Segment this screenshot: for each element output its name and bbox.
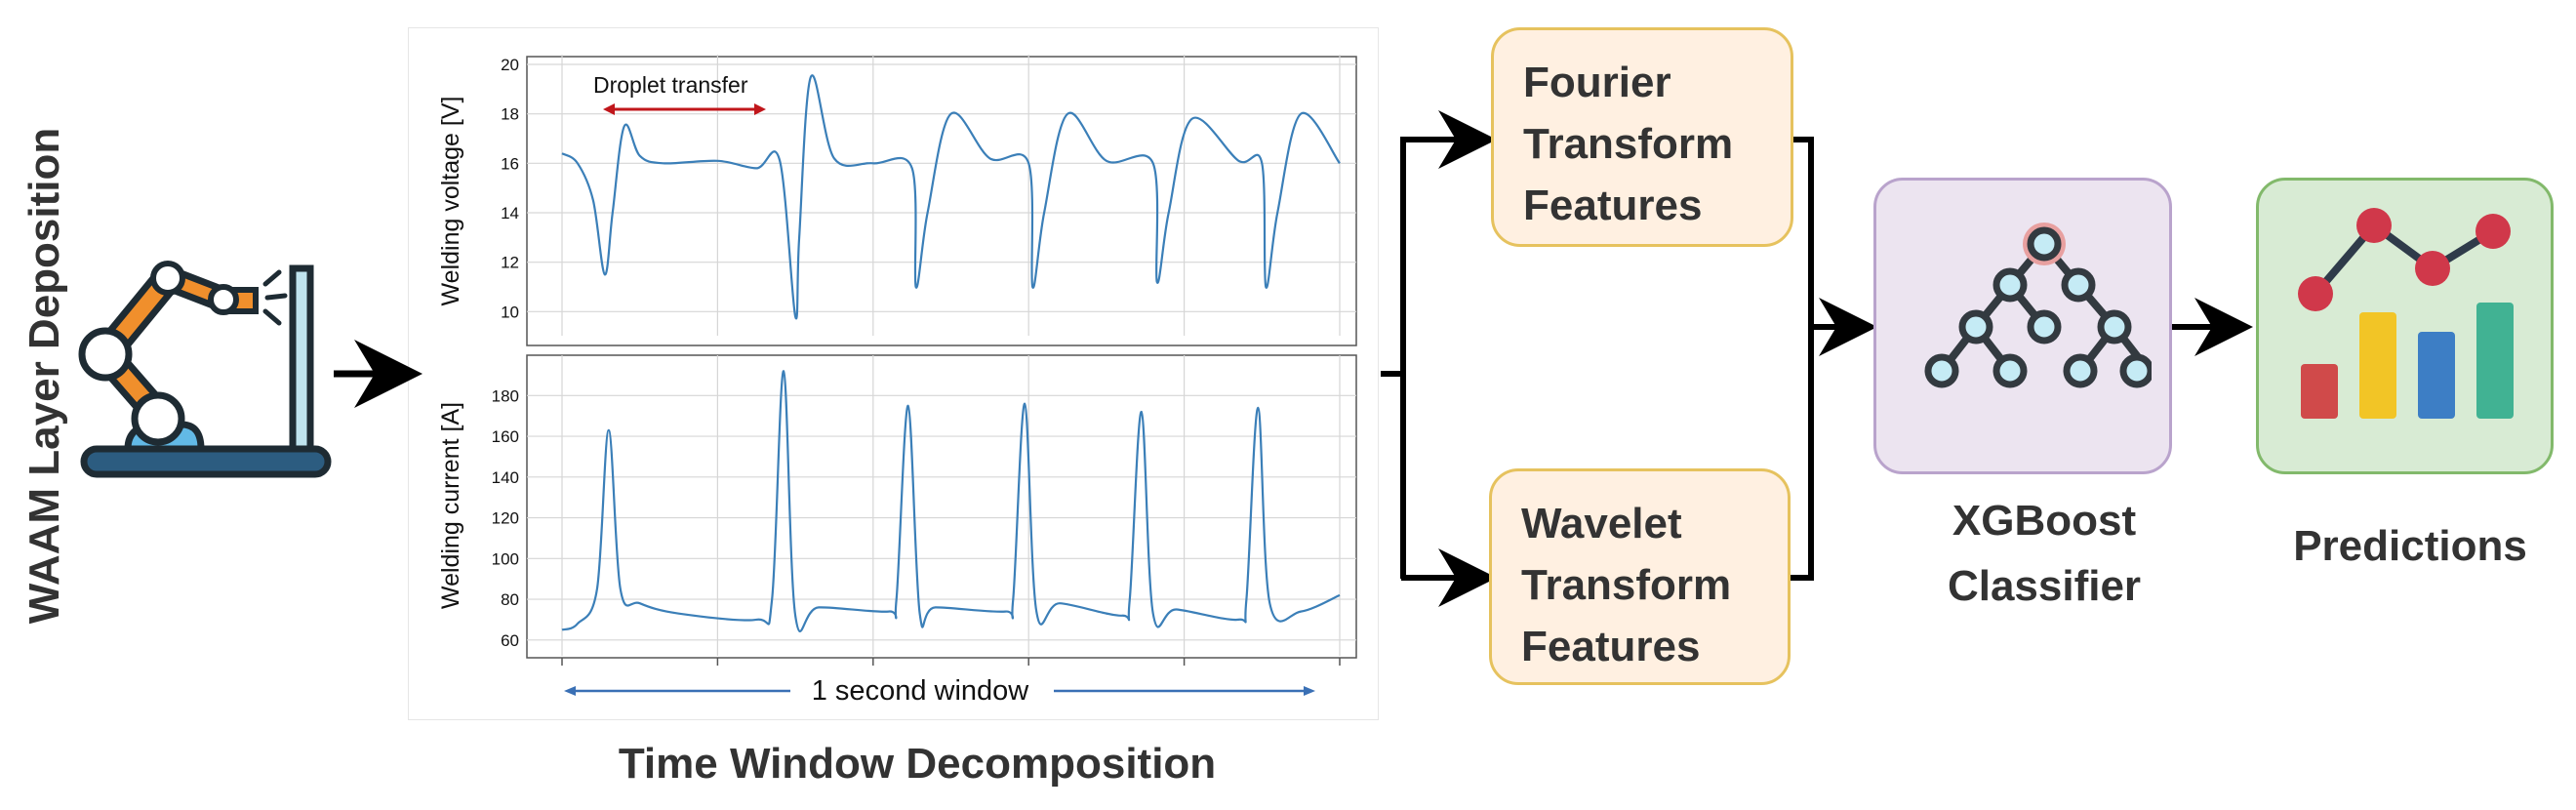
- pred-bar-yellow: [2359, 312, 2396, 419]
- voltage-panel: 20 18 16 14 12 10 Welding voltage [V] Droplet…: [437, 55, 1357, 346]
- wavelet-line-2: Transform: [1521, 561, 1732, 609]
- robot-arm-welding-icon: [78, 261, 332, 478]
- predictions-box: [2256, 178, 2554, 474]
- bar-line-chart-icon: [2298, 208, 2514, 419]
- current-y-axis-label: Welding current [A]: [437, 402, 464, 609]
- time-window-plots: 20 18 16 14 12 10 Welding voltage [V] Droplet…: [437, 55, 1357, 707]
- waam-layer-deposition-label: WAAM Layer Deposition: [20, 127, 68, 625]
- fourier-line-3: Features: [1523, 182, 1703, 229]
- current-panel: 180 160 140 120 100 80 60 Welding current [A]: [437, 354, 1357, 666]
- current-plot-area: [526, 354, 1357, 659]
- xgboost-caption-line-2: Classifier: [1947, 562, 2142, 610]
- time-window-caption: Time Window Decomposition: [618, 740, 1217, 788]
- fourier-line-2: Transform: [1523, 120, 1734, 168]
- droplet-transfer-annotation: Droplet transfer: [593, 72, 748, 98]
- current-ytick-label-3: 120: [492, 509, 519, 528]
- pred-bar-red: [2301, 364, 2338, 419]
- voltage-ytick-label-5: 10: [501, 303, 519, 321]
- droplet-arrow-head-left: [603, 103, 615, 115]
- window-arrow-head-left: [564, 686, 576, 696]
- fourier-features-box: Fourier Transform Features: [1491, 27, 1793, 247]
- droplet-arrow-head-right: [754, 103, 766, 115]
- pred-point-3: [2415, 251, 2450, 286]
- voltage-ytick-label-2: 16: [501, 154, 519, 173]
- pred-trend-line: [2312, 222, 2496, 297]
- wavelet-line-1: Wavelet: [1521, 500, 1682, 547]
- xgboost-box: [1873, 178, 2172, 474]
- decision-tree-icon: [1924, 223, 2152, 388]
- xgboost-caption: XGBoost Classifier: [1869, 488, 2220, 619]
- current-ytick-label-1: 160: [492, 427, 519, 446]
- voltage-ytick-label-1: 18: [501, 105, 519, 124]
- current-ytick-label-0: 180: [492, 386, 519, 405]
- wavelet-features-box: Wavelet Transform Features: [1489, 468, 1791, 685]
- wavelet-line-3: Features: [1521, 623, 1701, 670]
- voltage-series-line: [561, 74, 1341, 320]
- fourier-line-1: Fourier: [1523, 59, 1671, 106]
- current-ytick-label-6: 60: [501, 631, 519, 650]
- fourier-features-text: Fourier Transform Features: [1523, 52, 1733, 236]
- pred-bar-green: [2476, 303, 2514, 419]
- current-series-line: [561, 370, 1341, 632]
- voltage-ytick-label-3: 14: [501, 204, 519, 223]
- voltage-ytick-label-0: 20: [501, 56, 519, 74]
- pred-bar-blue: [2418, 332, 2455, 419]
- one-second-window-label: 1 second window: [812, 675, 1030, 707]
- voltage-ytick-label-4: 12: [501, 254, 519, 272]
- wavelet-features-text: Wavelet Transform Features: [1521, 493, 1731, 677]
- waam-label-container: WAAM Layer Deposition: [6, 112, 84, 639]
- predictions-caption: Predictions: [2293, 522, 2527, 570]
- xgboost-caption-line-1: XGBoost: [1952, 497, 2137, 545]
- current-ytick-label-2: 140: [492, 468, 519, 487]
- pred-point-4: [2475, 214, 2511, 249]
- voltage-plot-area: [526, 56, 1357, 346]
- pred-point-2: [2356, 208, 2392, 243]
- current-ytick-label-4: 100: [492, 549, 519, 568]
- window-arrow-head-right: [1304, 686, 1315, 696]
- current-ytick-label-5: 80: [501, 590, 519, 609]
- voltage-y-axis-label: Welding voltage [V]: [437, 97, 464, 306]
- pred-point-1: [2298, 276, 2333, 311]
